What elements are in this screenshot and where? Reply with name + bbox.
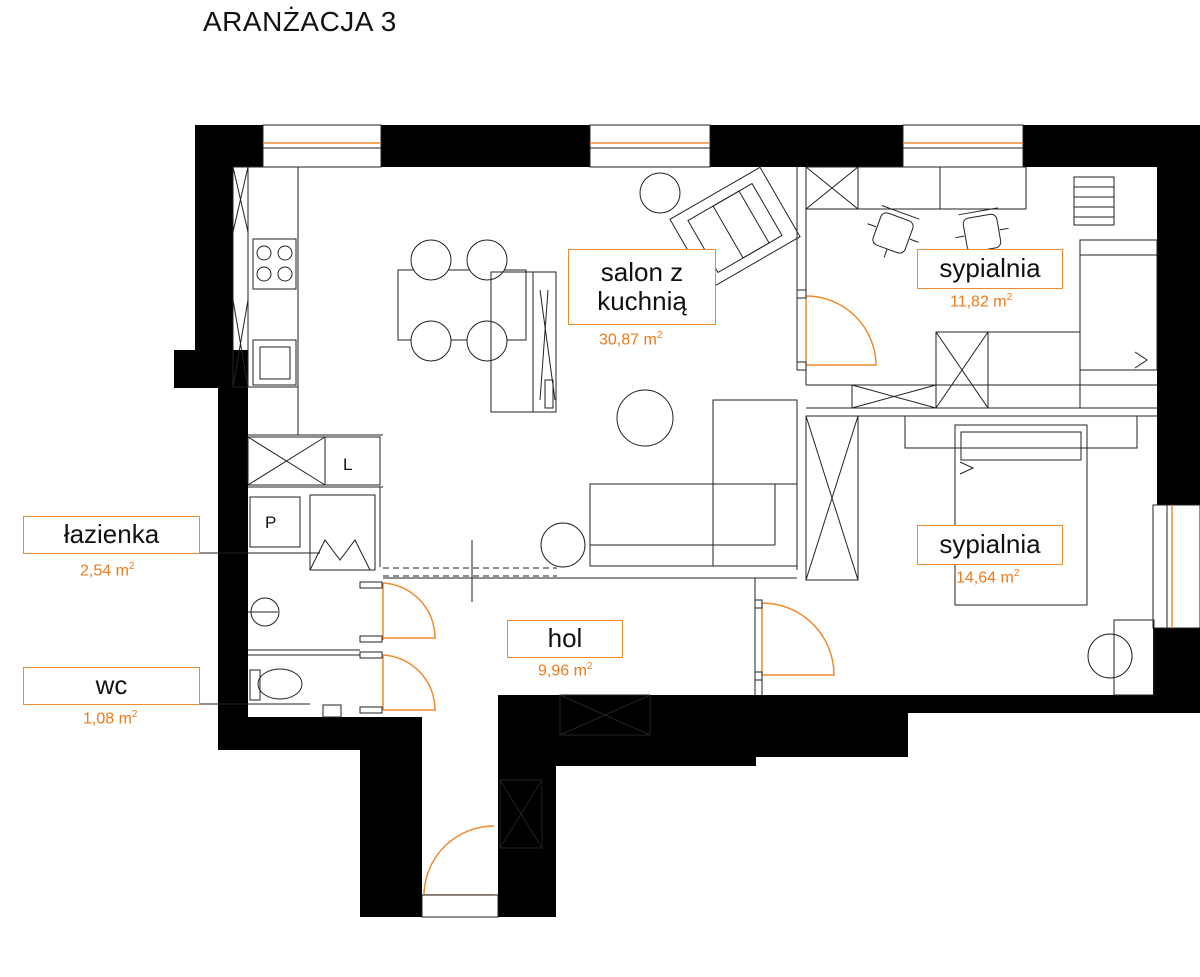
- area-wc: 1,08 m2: [83, 709, 138, 728]
- salon-furniture: [490, 166, 801, 568]
- wall-right-lower: [1153, 628, 1200, 713]
- kitchen-counter: [232, 166, 299, 435]
- bedroom-2-furniture: [805, 415, 1155, 696]
- window-kitchen: [262, 124, 382, 168]
- plan-title: ARANŻACJA 3: [203, 6, 397, 37]
- cooktop-icon: [252, 238, 297, 290]
- door-bedroom-2: [761, 602, 835, 676]
- wall-bottom-right: [905, 695, 1200, 713]
- area-sypialnia-1: 11,82 m2: [950, 292, 1013, 311]
- label-sypialnia-2: sypialnia: [917, 525, 1063, 565]
- area-salon: 30,87 m2: [599, 330, 663, 349]
- label-salon-line2: kuchnią: [597, 286, 687, 316]
- label-sypialnia-1: sypialnia: [917, 249, 1063, 289]
- hall-wardrobe: [499, 694, 651, 849]
- wall-left-lower: [218, 350, 248, 750]
- label-salon-line1: salon z: [600, 256, 684, 287]
- windows: [262, 124, 1200, 629]
- window-salon: [589, 124, 711, 168]
- area-hol: 9,96 m2: [538, 661, 593, 680]
- kitchen-sink-icon: [252, 339, 297, 386]
- area-lazienka: 2,54 m2: [80, 561, 135, 580]
- wall-bottom-middle-2: [498, 695, 908, 757]
- outer-walls: [174, 125, 1200, 917]
- doors[interactable]: [382, 295, 877, 917]
- area-sypialnia-2: 14,64 m2: [956, 568, 1020, 587]
- door-wc: [382, 654, 436, 711]
- laundry-letter: L: [343, 455, 353, 474]
- wall-left-upper: [195, 125, 233, 353]
- bathroom-fixtures: [247, 436, 381, 718]
- label-wc: wc: [23, 667, 200, 705]
- bedroom-1-furniture: [805, 166, 1158, 409]
- label-salon: salon z kuchnią: [568, 249, 716, 325]
- label-hol: hol: [507, 620, 623, 658]
- window-bedroom-2: [1152, 504, 1200, 629]
- boiler-letter: P: [265, 513, 277, 532]
- window-bedroom-1: [902, 124, 1024, 168]
- wall-right-upper: [1157, 125, 1200, 505]
- door-bathroom: [382, 582, 436, 640]
- door-jambs: [359, 289, 807, 918]
- label-lazienka: łazienka: [23, 516, 200, 554]
- dining-table: [397, 239, 527, 362]
- door-bedroom-1: [805, 295, 877, 366]
- wall-bottom-left: [218, 717, 383, 750]
- wall-entry-left: [360, 717, 422, 917]
